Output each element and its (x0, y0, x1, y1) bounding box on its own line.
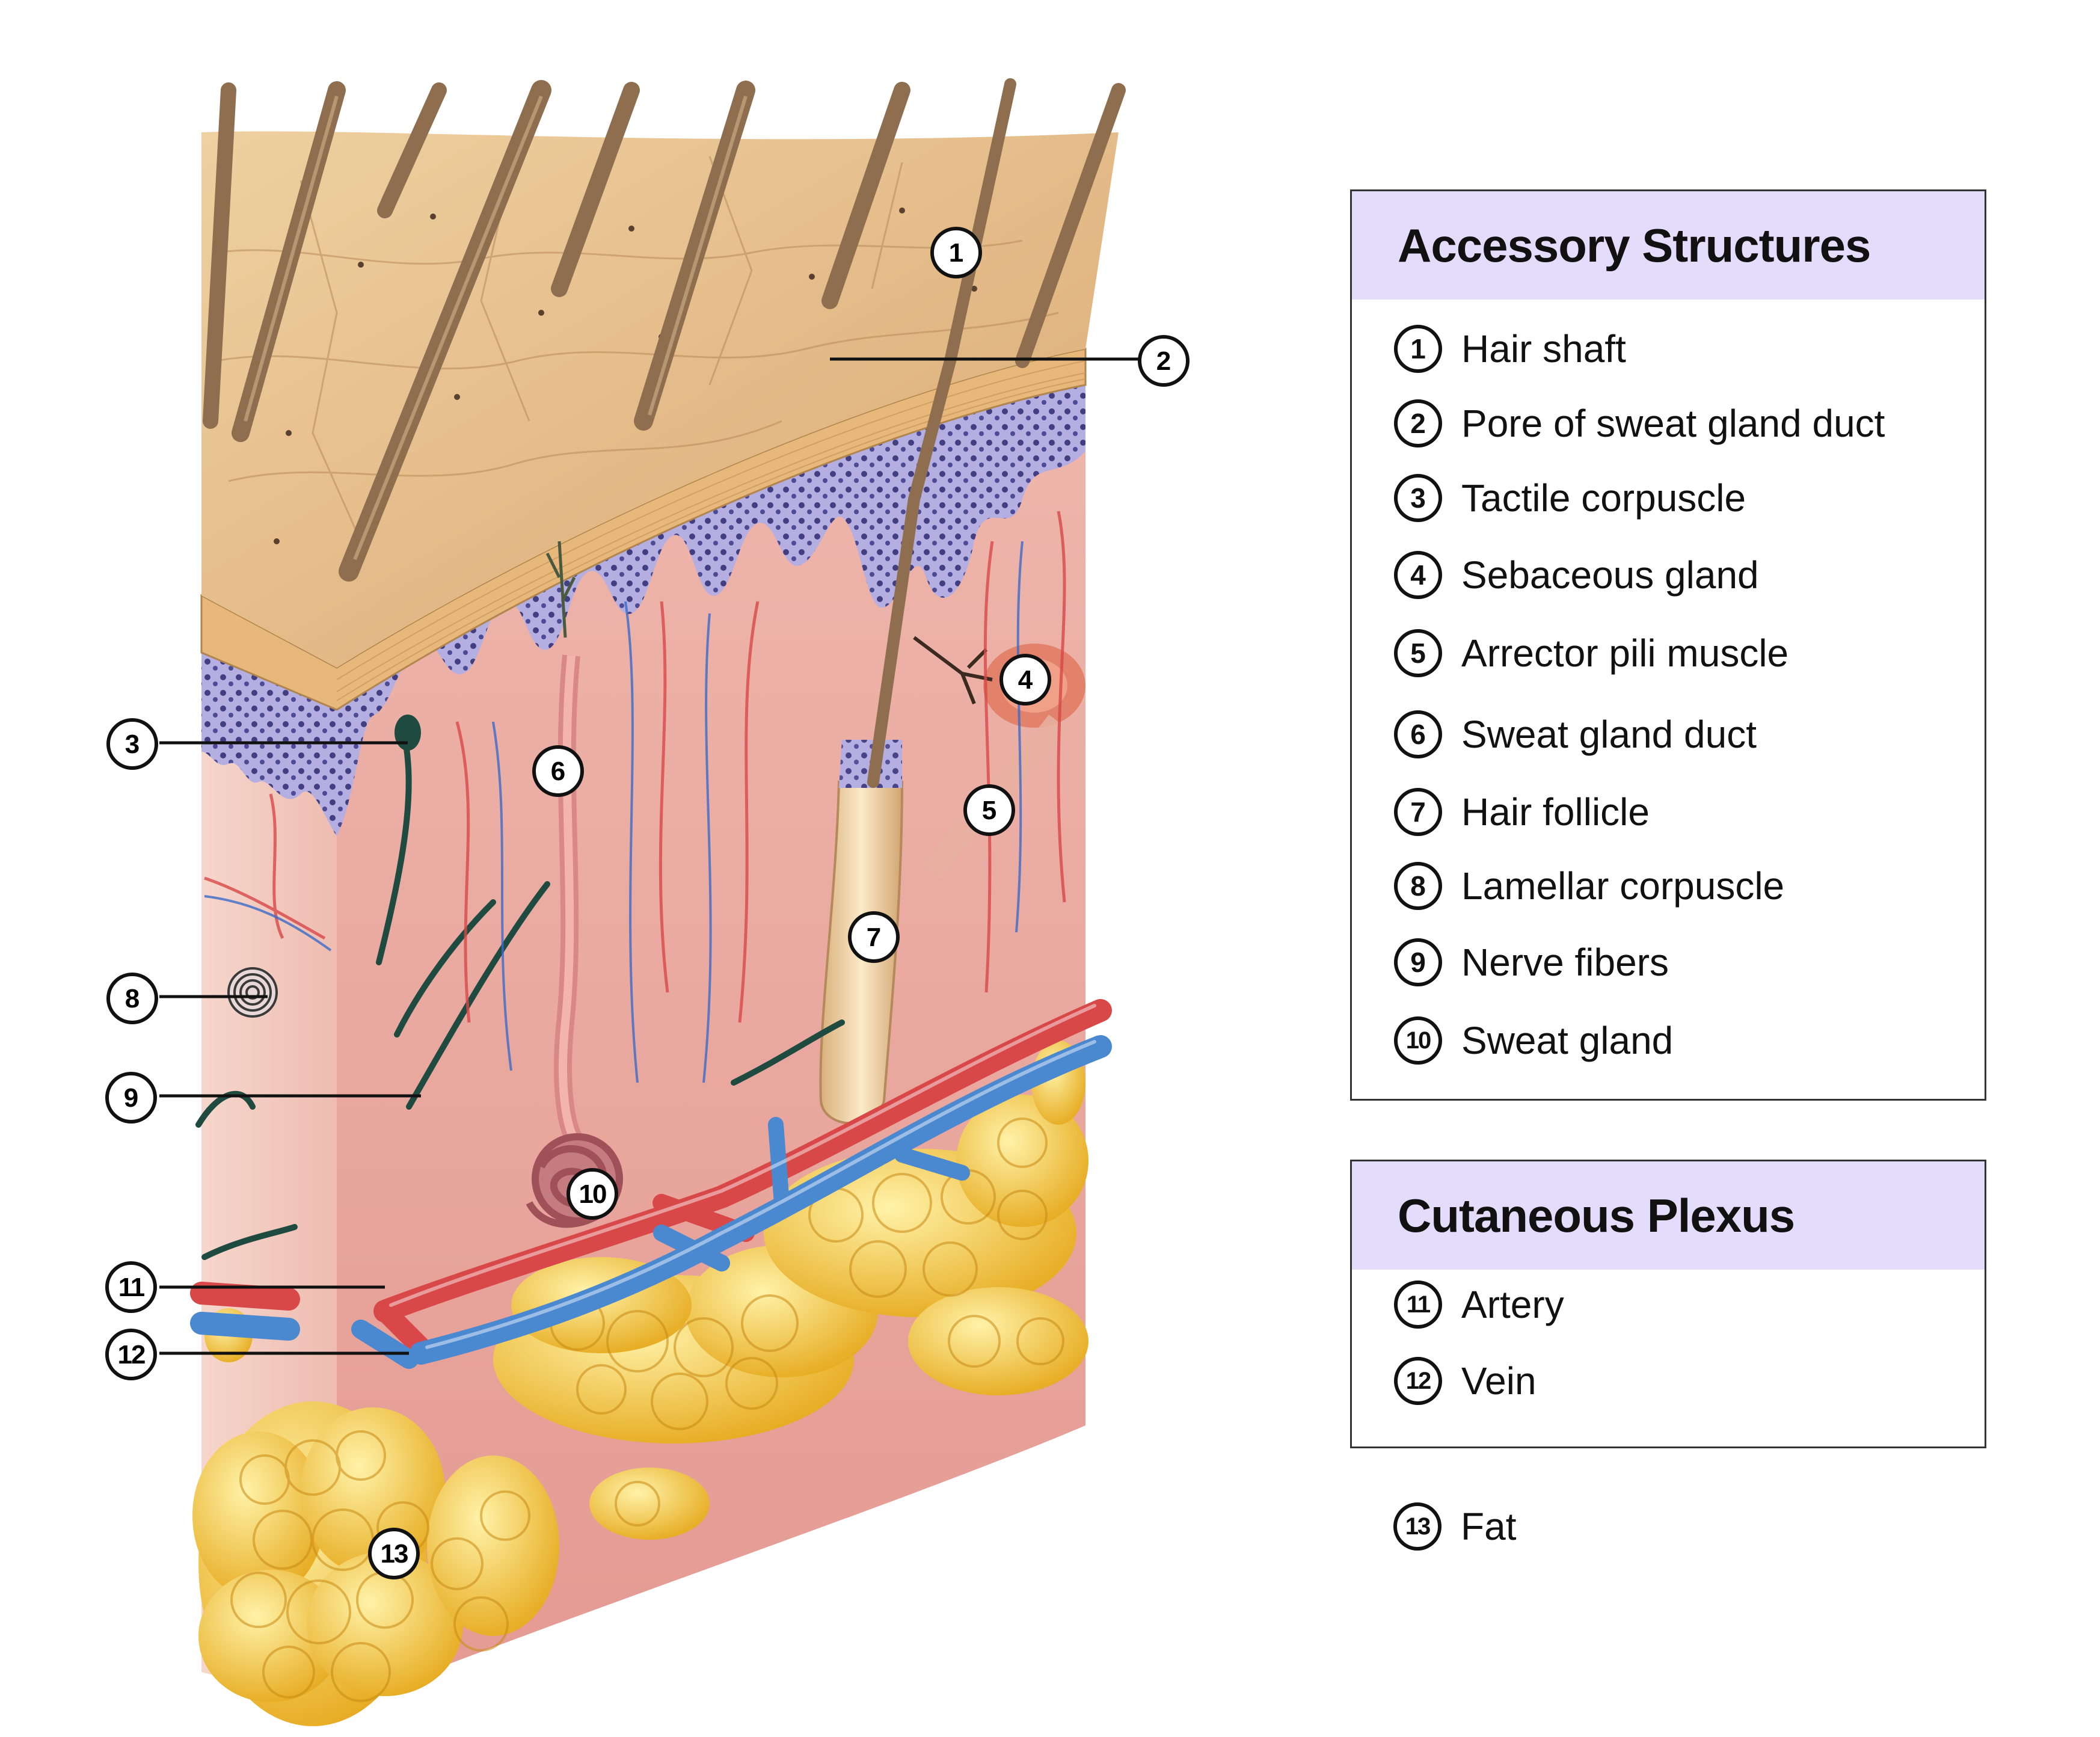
accessory-item-number: 10 (1394, 1016, 1442, 1065)
accessory-item: 7 Hair follicle (1394, 782, 1650, 842)
diagram-marker: 7 (848, 911, 900, 963)
plexus-item-number: 12 (1394, 1357, 1442, 1405)
accessory-item-number: 2 (1394, 399, 1442, 447)
diagram-marker-number: 9 (124, 1083, 138, 1113)
accessory-item: 3 Tactile corpuscle (1394, 468, 1746, 528)
accessory-item: 1 Hair shaft (1394, 319, 1626, 379)
diagram-marker-number: 11 (118, 1273, 145, 1302)
cutaneous-plexus-legend: Cutaneous Plexus 11 Artery 12 Vein (1350, 1160, 1986, 1448)
diagram-marker-number: 2 (1156, 346, 1171, 376)
accessory-item-label: Nerve fibers (1461, 941, 1669, 984)
cutaneous-plexus-title: Cutaneous Plexus (1352, 1161, 1985, 1270)
accessory-item: 5 Arrector pili muscle (1394, 623, 1788, 683)
plexus-item: 12 Vein (1394, 1351, 1537, 1411)
accessory-item-label: Arrector pili muscle (1461, 632, 1789, 675)
diagram-marker: 2 (1138, 335, 1190, 387)
accessory-item: 9 Nerve fibers (1394, 932, 1669, 992)
diagram-marker-number: 4 (1018, 665, 1033, 695)
accessory-item-label: Sweat gland duct (1461, 713, 1757, 756)
accessory-item-number: 5 (1394, 629, 1442, 677)
diagram-marker: 1 (930, 227, 982, 278)
accessory-item-number: 4 (1394, 551, 1442, 599)
diagram-marker-number: 10 (579, 1179, 606, 1209)
diagram-marker: 9 (105, 1072, 157, 1124)
diagram-marker: 10 (566, 1168, 618, 1220)
diagram-marker-number: 5 (982, 796, 996, 825)
diagram-marker-number: 3 (125, 730, 140, 759)
accessory-item-label: Hair follicle (1461, 790, 1650, 834)
accessory-item-number: 8 (1394, 862, 1442, 910)
accessory-item: 4 Sebaceous gland (1394, 545, 1759, 605)
accessory-item: 10 Sweat gland (1394, 1010, 1673, 1071)
plexus-item-number: 11 (1394, 1280, 1442, 1329)
accessory-item-label: Pore of sweat gland duct (1461, 402, 1885, 445)
accessory-item-number: 7 (1394, 788, 1442, 836)
diagram-marker-number: 13 (381, 1539, 408, 1569)
accessory-item-number: 9 (1394, 938, 1442, 986)
plexus-item: 11 Artery (1394, 1274, 1564, 1335)
accessory-item-label: Tactile corpuscle (1461, 476, 1746, 520)
accessory-structures-title: Accessory Structures (1352, 191, 1985, 300)
diagram-marker: 11 (105, 1261, 157, 1313)
accessory-item-number: 6 (1394, 710, 1442, 758)
accessory-item-number: 1 (1394, 325, 1442, 373)
diagram-marker-number: 12 (118, 1340, 145, 1370)
accessory-item-number: 3 (1394, 474, 1442, 522)
diagram-marker: 3 (106, 718, 158, 770)
legend-number-fat: 13 (1393, 1502, 1441, 1551)
accessory-item: 6 Sweat gland duct (1394, 704, 1757, 764)
accessory-item-label: Hair shaft (1461, 327, 1626, 370)
diagram-marker-number: 1 (949, 238, 963, 268)
accessory-item: 8 Lamellar corpuscle (1394, 856, 1784, 916)
legend-label-fat: Fat (1461, 1505, 1517, 1548)
legend-item-fat: 13 Fat (1393, 1496, 1516, 1557)
diagram-marker-number: 7 (867, 923, 881, 952)
accessory-item-label: Sweat gland (1461, 1019, 1674, 1062)
diagram-marker-number: 8 (125, 984, 140, 1013)
diagram-marker: 12 (105, 1329, 157, 1380)
diagram-marker: 8 (106, 973, 158, 1024)
accessory-item: 2 Pore of sweat gland duct (1394, 393, 1885, 453)
diagram-marker: 13 (368, 1528, 420, 1579)
diagram-marker-number: 6 (551, 757, 565, 786)
plexus-item-label: Vein (1461, 1359, 1537, 1403)
diagram-marker: 4 (999, 654, 1051, 706)
accessory-structures-legend: Accessory Structures 1 Hair shaft 2 Pore of… (1350, 189, 1986, 1101)
accessory-item-label: Lamellar corpuscle (1461, 864, 1785, 908)
diagram-marker: 6 (532, 745, 584, 797)
accessory-item-label: Sebaceous gland (1461, 553, 1759, 597)
plexus-item-label: Artery (1461, 1283, 1564, 1326)
diagram-marker: 5 (963, 784, 1015, 836)
